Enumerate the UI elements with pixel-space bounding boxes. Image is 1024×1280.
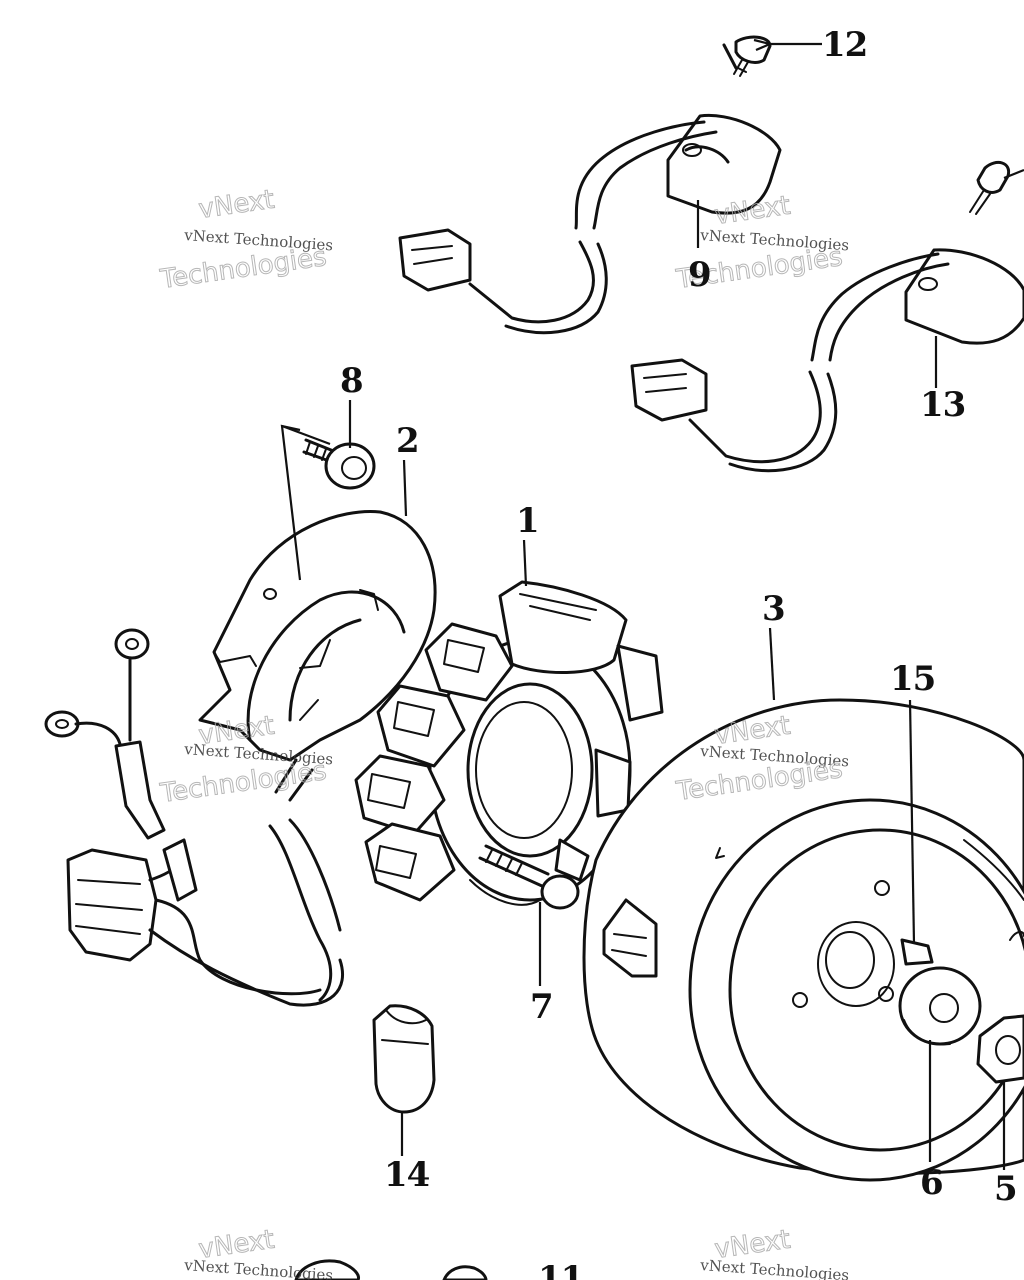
part-number-1: 1: [516, 501, 539, 541]
stator-base-2: [198, 510, 437, 762]
washer-6: [898, 966, 982, 1046]
part-number-12: 12: [822, 25, 867, 65]
part-number-5: 5: [994, 1169, 1017, 1209]
part-number-9: 9: [688, 255, 711, 295]
part-number-14: 14: [384, 1155, 430, 1195]
grommet-14: [372, 1004, 436, 1114]
screw-7: [478, 844, 580, 910]
stator-coil-1: [354, 580, 664, 906]
part-number-11: 11: [538, 1259, 583, 1280]
nut-5: [976, 1014, 1024, 1084]
watermark-top-word: vNext: [197, 185, 276, 225]
wire-harness: [44, 628, 345, 1007]
watermark-line: vNext Technologies: [183, 1256, 334, 1280]
flywheel-rotor-3: [582, 698, 1024, 1182]
part-number-3: 3: [762, 589, 785, 629]
part-number-6: 6: [920, 1163, 943, 1203]
leader-lines: [280, 38, 1024, 1170]
part-number-15: 15: [890, 659, 935, 699]
part-number-7: 7: [530, 987, 553, 1027]
bolt-8: [302, 438, 376, 490]
pulser-generator-13: [630, 160, 1024, 473]
watermark-bottom-word: Technologies: [158, 756, 329, 809]
watermark-bottom-word: Technologies: [158, 242, 329, 295]
bottom-partial-parts: [294, 1259, 488, 1280]
part-number-2: 2: [396, 421, 419, 461]
part-number-13: 13: [920, 385, 965, 425]
woodruff-key-15: [900, 938, 934, 966]
part-number-labels: 12 9 13 8 2 1 3 15 7 14 6 5 11: [340, 25, 1018, 1280]
watermark-line: vNext Technologies: [699, 1256, 850, 1280]
part-number-8: 8: [340, 361, 363, 401]
pulser-generator-9: [398, 35, 782, 335]
